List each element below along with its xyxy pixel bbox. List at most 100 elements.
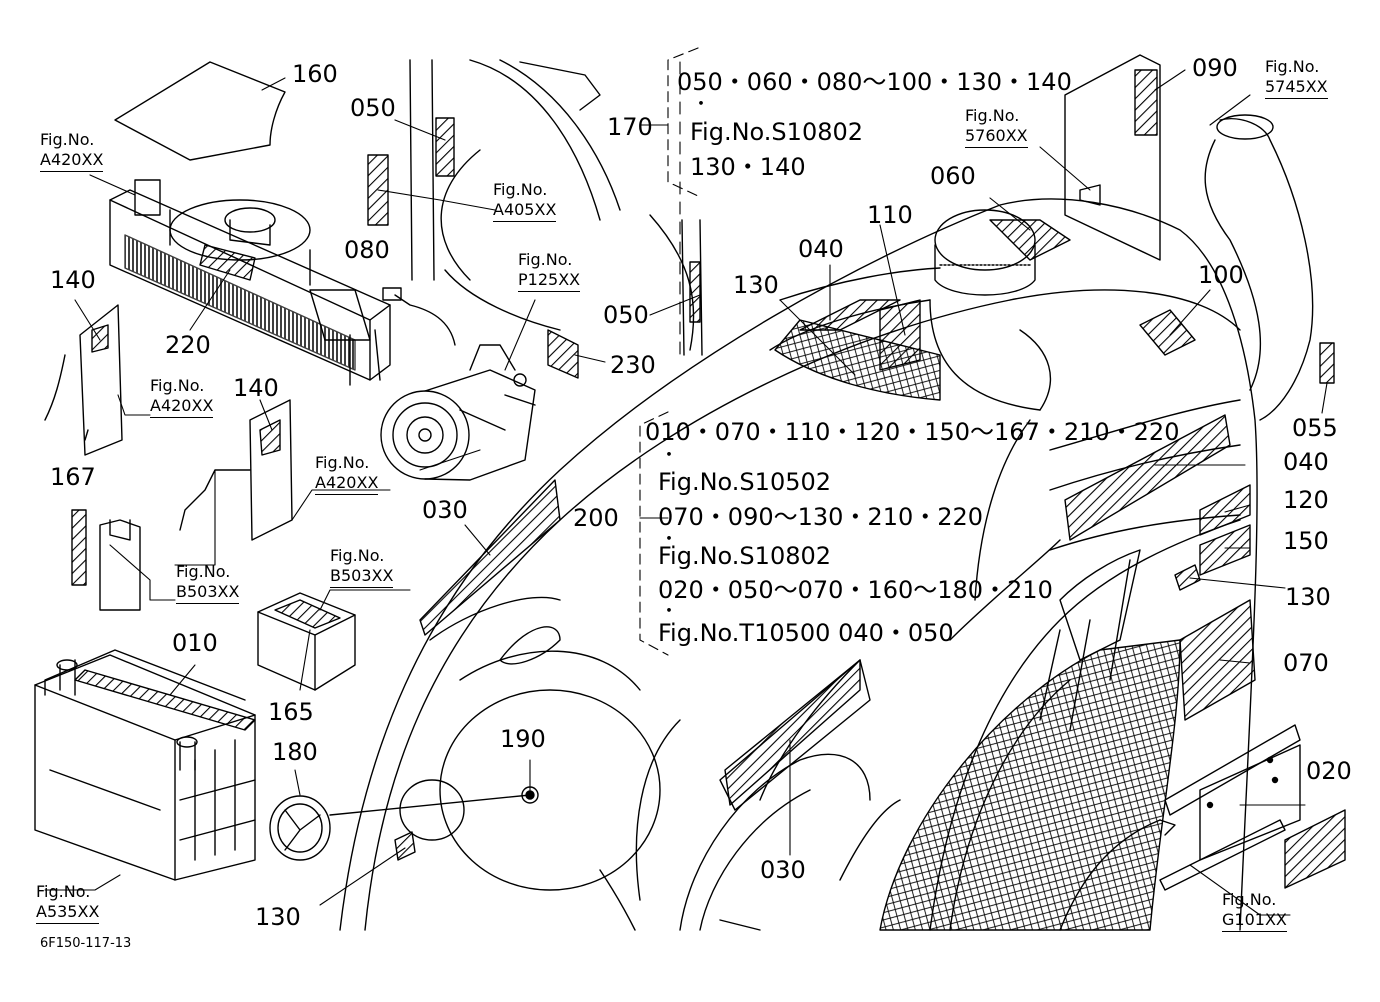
note-170-line3: Fig.No.S10802 xyxy=(690,118,864,146)
fig-ref-code: B503XX xyxy=(330,566,394,588)
note-200-bracket xyxy=(639,411,669,656)
fuse-box xyxy=(71,509,141,611)
fig-ref-a420-mid: Fig.No.A420XX xyxy=(150,376,214,418)
fig-ref-g101: Fig.No.G101XX xyxy=(1222,890,1287,932)
decal-230 xyxy=(547,329,579,379)
part-010-label: 010 xyxy=(172,629,218,657)
part-165-label: 165 xyxy=(268,698,314,726)
fig-ref-code: 5745XX xyxy=(1265,77,1328,99)
fig-ref-code: B503XX xyxy=(176,582,240,604)
part-170-label: 170 xyxy=(607,113,653,141)
ac-compressor xyxy=(380,287,536,481)
part-230-label: 230 xyxy=(610,351,656,379)
fig-ref-5760: Fig.No.5760XX xyxy=(965,106,1028,148)
part-190-label: 190 xyxy=(500,725,546,753)
part-110-label: 110 xyxy=(867,201,913,229)
decal-030-upper xyxy=(419,479,561,636)
decal-100 xyxy=(1139,309,1196,356)
air-intake-pipe xyxy=(1204,114,1335,421)
fig-ref-a420-right: Fig.No.A420XX xyxy=(315,453,379,495)
part-050-label: 050 xyxy=(350,94,396,122)
part-060-label: 060 xyxy=(930,162,976,190)
fig-ref-a420-top: Fig.No.A420XX xyxy=(40,130,104,172)
part-020-label: 020 xyxy=(1306,757,1352,785)
part-030-upper-label: 030 xyxy=(422,496,468,524)
fig-prefix: Fig.No. xyxy=(36,882,91,901)
part-130-top-label: 130 xyxy=(733,271,779,299)
battery-box xyxy=(257,592,356,691)
fig-prefix: Fig.No. xyxy=(176,562,231,581)
frame-rail xyxy=(1159,724,1301,891)
fig-prefix: Fig.No. xyxy=(150,376,205,395)
fig-ref-a405: Fig.No.A405XX xyxy=(493,180,557,222)
fig-ref-code: A420XX xyxy=(40,150,104,172)
air-cleaner xyxy=(934,209,1071,296)
part-130-side-label: 130 xyxy=(1285,583,1331,611)
fig-ref-code: A535XX xyxy=(36,902,100,924)
fig-prefix: Fig.No. xyxy=(40,130,95,149)
decal-040-side xyxy=(1064,414,1231,541)
part-040-side-label: 040 xyxy=(1283,448,1329,476)
part-100-label: 100 xyxy=(1198,261,1244,289)
part-030-lower-label: 030 xyxy=(760,856,806,884)
note-170-line4: 130・140 xyxy=(690,153,806,181)
note-200-line3: Fig.No.S10502 xyxy=(658,468,832,496)
decal-110 xyxy=(879,299,921,371)
part-130-front-label: 130 xyxy=(255,903,301,931)
fig-prefix: Fig.No. xyxy=(493,180,548,199)
cab-plate-bracket xyxy=(1064,54,1161,261)
left-bracket xyxy=(44,304,123,456)
part-140-right-label: 140 xyxy=(233,374,279,402)
fig-prefix: Fig.No. xyxy=(518,250,573,269)
fig-ref-code: G101XX xyxy=(1222,910,1287,932)
fig-ref-a535: Fig.No.A535XX xyxy=(36,882,100,924)
fig-prefix: Fig.No. xyxy=(1265,57,1320,76)
part-080-label: 080 xyxy=(344,236,390,264)
front-emblem-area xyxy=(329,626,661,891)
note-200-line1: 010・070・110・120・150～167・210・220 xyxy=(645,418,1180,446)
fig-prefix: Fig.No. xyxy=(1222,890,1277,909)
part-040-top-label: 040 xyxy=(798,235,844,263)
note-200-line9: Fig.No.T10500 040・050 xyxy=(658,619,954,647)
decal-130-front xyxy=(394,831,416,861)
leader-lines xyxy=(44,69,1328,916)
note-170-line2: ・ xyxy=(692,94,710,115)
decal-050-pillar xyxy=(435,117,455,177)
decal-050-door xyxy=(689,261,701,323)
fig-ref-code: P125XX xyxy=(518,270,581,292)
part-220-label: 220 xyxy=(165,331,211,359)
part-150-label: 150 xyxy=(1283,527,1329,555)
note-170-bracket xyxy=(667,47,699,197)
decal-120 xyxy=(1199,484,1251,536)
part-070-label: 070 xyxy=(1283,649,1329,677)
note-170-line1: 050・060・080～100・130・140 xyxy=(677,68,1072,96)
fig-prefix: Fig.No. xyxy=(965,106,1020,125)
note-200-line5: ・ xyxy=(660,529,678,550)
right-bracket xyxy=(179,399,293,541)
part-090-label: 090 xyxy=(1192,54,1238,82)
note-200-line8: ・ xyxy=(660,601,678,622)
fig-ref-b503-right: Fig.No.B503XX xyxy=(330,546,394,588)
note-200-line4: 070・090～130・210・220 xyxy=(658,503,984,531)
part-167-label: 167 xyxy=(50,463,96,491)
decal-070 xyxy=(1179,599,1256,721)
fig-prefix: Fig.No. xyxy=(315,453,370,472)
part-120-label: 120 xyxy=(1283,486,1329,514)
decal-040-top xyxy=(799,299,901,331)
note-200-line6: Fig.No.S10802 xyxy=(658,542,832,570)
fig-ref-b503-left: Fig.No.B503XX xyxy=(176,562,240,604)
fig-prefix: Fig.No. xyxy=(330,546,385,565)
emblem-disc xyxy=(269,795,331,861)
fig-ref-code: A405XX xyxy=(493,200,557,222)
fig-ref-code: A420XX xyxy=(315,473,379,495)
part-140-left-label: 140 xyxy=(50,266,96,294)
part-050-door-label: 050 xyxy=(603,301,649,329)
decal-140-left xyxy=(91,324,109,353)
decal-150 xyxy=(1199,524,1251,576)
fig-ref-code: 5760XX xyxy=(965,126,1028,148)
decal-020 xyxy=(1284,809,1346,889)
decal-140-right xyxy=(259,419,281,456)
fig-ref-code: A420XX xyxy=(150,396,214,418)
part-055-label: 055 xyxy=(1292,414,1338,442)
